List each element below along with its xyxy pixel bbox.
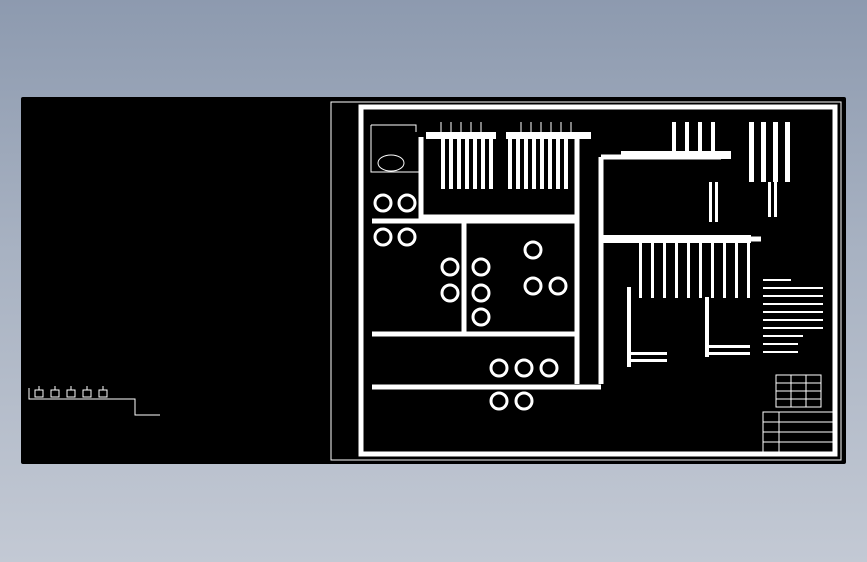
- cad-model-viewport[interactable]: [21, 97, 846, 464]
- title-block: [762, 374, 836, 455]
- equipment-symbols: [373, 193, 568, 411]
- fixture-row-top: [370, 122, 572, 173]
- pipe-bundle-right-upper: [621, 122, 790, 222]
- sheet-outer-border: [330, 101, 842, 461]
- notes-block: [763, 279, 823, 353]
- drawing-canvas: [28, 101, 842, 461]
- pipe-bundle-left: [426, 132, 591, 189]
- stray-symbol-strip: [28, 386, 160, 416]
- drawing-sheet: [330, 101, 842, 461]
- pipe-bundle-right-lower: [601, 235, 751, 367]
- sheet-inner-frame: [358, 104, 838, 457]
